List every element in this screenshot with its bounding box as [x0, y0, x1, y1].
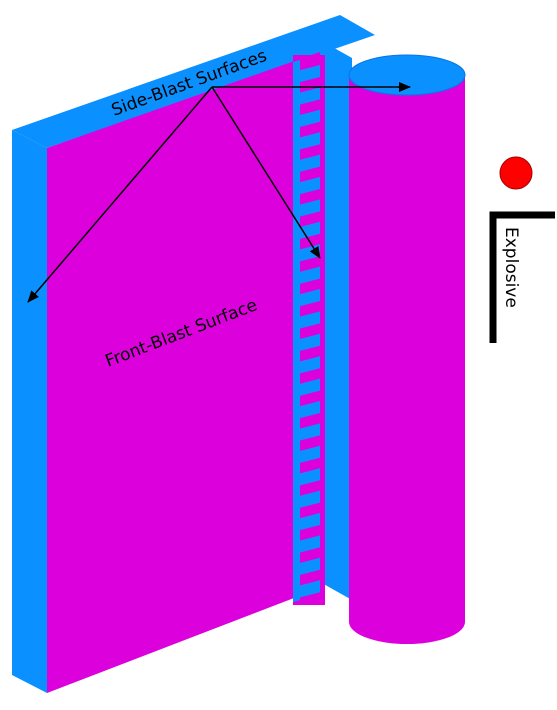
- explosive-label: Explosive: [501, 227, 521, 308]
- wall-panel: [12, 15, 375, 693]
- rib-slot: [293, 266, 320, 286]
- rib-slot: [293, 154, 320, 174]
- rib-slot: [293, 109, 320, 129]
- rib-slot: [293, 199, 320, 219]
- wall-left-side-face: [12, 130, 47, 693]
- arrow-to-rib-edge: [211, 86, 321, 259]
- cylinder-top-cap-edge: [348, 54, 466, 96]
- rib-slot: [293, 557, 320, 577]
- rib-slot: [293, 535, 320, 555]
- cylinder-body: [349, 75, 465, 644]
- rib-slot: [293, 221, 320, 241]
- cylinder-top-cap: [349, 55, 465, 95]
- rib-slot: [293, 87, 320, 107]
- rib-slot: [293, 311, 320, 331]
- rib-slot: [293, 445, 320, 465]
- rib-slot: [293, 580, 320, 600]
- rib-group: [293, 60, 320, 602]
- rib-slot: [293, 65, 320, 84]
- rib-slot: [293, 333, 320, 353]
- cylinder: [348, 54, 466, 644]
- rib-slot: [293, 177, 320, 196]
- explosive-bracket: [489, 211, 555, 343]
- rib-slot: [293, 490, 320, 510]
- wall-top-face: [12, 15, 375, 148]
- rib-slot: [293, 378, 320, 398]
- arrow-to-wall-side: [27, 86, 213, 303]
- rib-slot: [293, 132, 320, 152]
- rib-slot: [293, 513, 320, 532]
- wall-front-face: [47, 52, 320, 693]
- rib-slot: [293, 356, 320, 376]
- explosive-marker: Explosive: [489, 156, 555, 343]
- explosive-dot: [499, 156, 533, 190]
- rib-slot: [293, 423, 320, 443]
- rib-slot: [293, 289, 320, 308]
- rib-slot: [293, 401, 320, 420]
- arrows: [27, 82, 411, 303]
- rib-slot: [293, 468, 320, 488]
- wall-right-side-face: [320, 40, 352, 600]
